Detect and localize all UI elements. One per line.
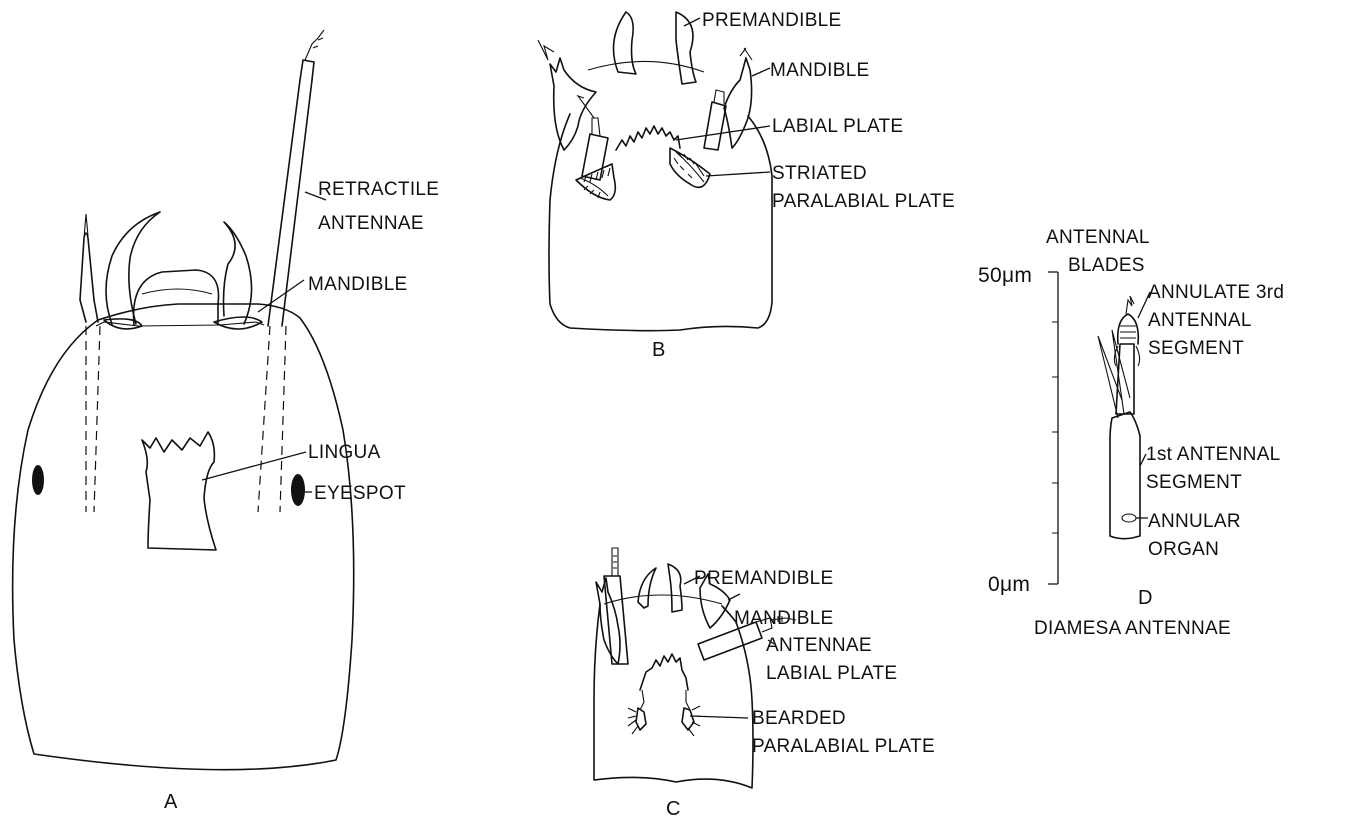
antenna-drawing-d <box>1098 296 1140 539</box>
scale-bottom-label: 0μm <box>988 573 1030 596</box>
panel-a: RETRACTILE ANTENNAE MANDIBLE LINGUA EYES… <box>13 30 440 813</box>
leader-labial-plate-b <box>676 126 770 140</box>
leader-mandible-b <box>752 68 770 76</box>
labial-plate-b <box>616 126 680 150</box>
premandible-right-b <box>676 12 696 84</box>
head-capsule-a <box>13 270 354 770</box>
label-mandible-a: MANDIBLE <box>308 274 408 295</box>
label-antennal-blades-line2: BLADES <box>1068 255 1145 276</box>
label-eyespot-a: EYESPOT <box>314 483 406 504</box>
label-antennal-blades-line1: ANTENNAL <box>1046 227 1150 248</box>
label-annulate-line3: SEGMENT <box>1148 338 1244 359</box>
panel-b: PREMANDIBLE MANDIBLE LABIAL PLATE STRIAT… <box>538 10 955 361</box>
labial-plate-c <box>640 654 690 710</box>
label-labial-plate-c: LABIAL PLATE <box>766 663 897 684</box>
leader-mandible-c <box>728 594 740 600</box>
caption-d: DIAMESA ANTENNAE <box>1034 618 1231 639</box>
label-retractile-antennae-line2: ANTENNAE <box>318 213 424 234</box>
panel-label-b: B <box>652 339 666 361</box>
paralabial-plate-left-b <box>576 164 615 200</box>
label-annular-organ-line2: ORGAN <box>1148 539 1219 560</box>
label-mandible-b: MANDIBLE <box>770 60 870 81</box>
label-annulate-line2: ANTENNAL <box>1148 310 1252 331</box>
label-annulate-line1: ANNULATE 3rd <box>1148 282 1284 303</box>
eyespot-right-a <box>291 474 305 506</box>
panel-label-d: D <box>1138 587 1153 609</box>
label-striated-line1: STRIATED <box>772 163 867 184</box>
premandible-left-b <box>614 12 637 74</box>
label-first-segment-line1: 1st ANTENNAL <box>1146 444 1281 465</box>
label-bearded-line2: PARALABIAL PLATE <box>752 736 935 757</box>
mandible-left-b <box>538 40 596 150</box>
label-annular-organ-line1: ANNULAR <box>1148 511 1241 532</box>
panel-label-a: A <box>164 791 178 813</box>
antenna-right-b <box>704 90 726 150</box>
scale-top-label: 50μm <box>978 264 1032 287</box>
label-premandible-c: PREMANDIBLE <box>694 568 834 589</box>
panel-c: PREMANDIBLE MANDIBLE ANTENNAE LABIAL PLA… <box>594 548 935 820</box>
label-premandible-b: PREMANDIBLE <box>702 10 842 31</box>
label-lingua-a: LINGUA <box>308 442 381 463</box>
antenna-right-a <box>258 30 324 512</box>
mandible-right-a <box>214 222 262 329</box>
premandible-right-c <box>668 564 682 612</box>
scale-bar <box>1048 272 1058 584</box>
paralabial-plate-right-b <box>670 148 710 187</box>
antenna-left-a <box>80 214 100 512</box>
premandible-left-c <box>638 568 656 608</box>
label-retractile-antennae-line1: RETRACTILE <box>318 179 439 200</box>
mandible-left-a <box>104 212 160 329</box>
label-striated-line2: PARALABIAL PLATE <box>772 191 955 212</box>
label-first-segment-line2: SEGMENT <box>1146 472 1242 493</box>
bearded-paralabial-right-c <box>682 706 700 736</box>
antenna-left-c <box>604 548 628 664</box>
label-antennae-c: ANTENNAE <box>766 635 872 656</box>
label-labial-plate-b: LABIAL PLATE <box>772 116 903 137</box>
mandible-right-b <box>724 48 752 148</box>
leader-lingua-a <box>202 452 306 480</box>
label-mandible-c: MANDIBLE <box>734 608 834 629</box>
bearded-paralabial-left-c <box>628 708 646 734</box>
leader-striated-paralabial-b <box>706 172 770 176</box>
label-bearded-line1: BEARDED <box>752 708 846 729</box>
panel-label-c: C <box>666 798 681 820</box>
panel-d: 50μm 0μm ANTENNAL BLADES ANNULATE 3rd AN… <box>978 227 1284 639</box>
eyespot-left-a <box>32 465 44 495</box>
leader-bearded-paralabial-c <box>690 716 748 718</box>
lingua-a <box>142 432 216 550</box>
